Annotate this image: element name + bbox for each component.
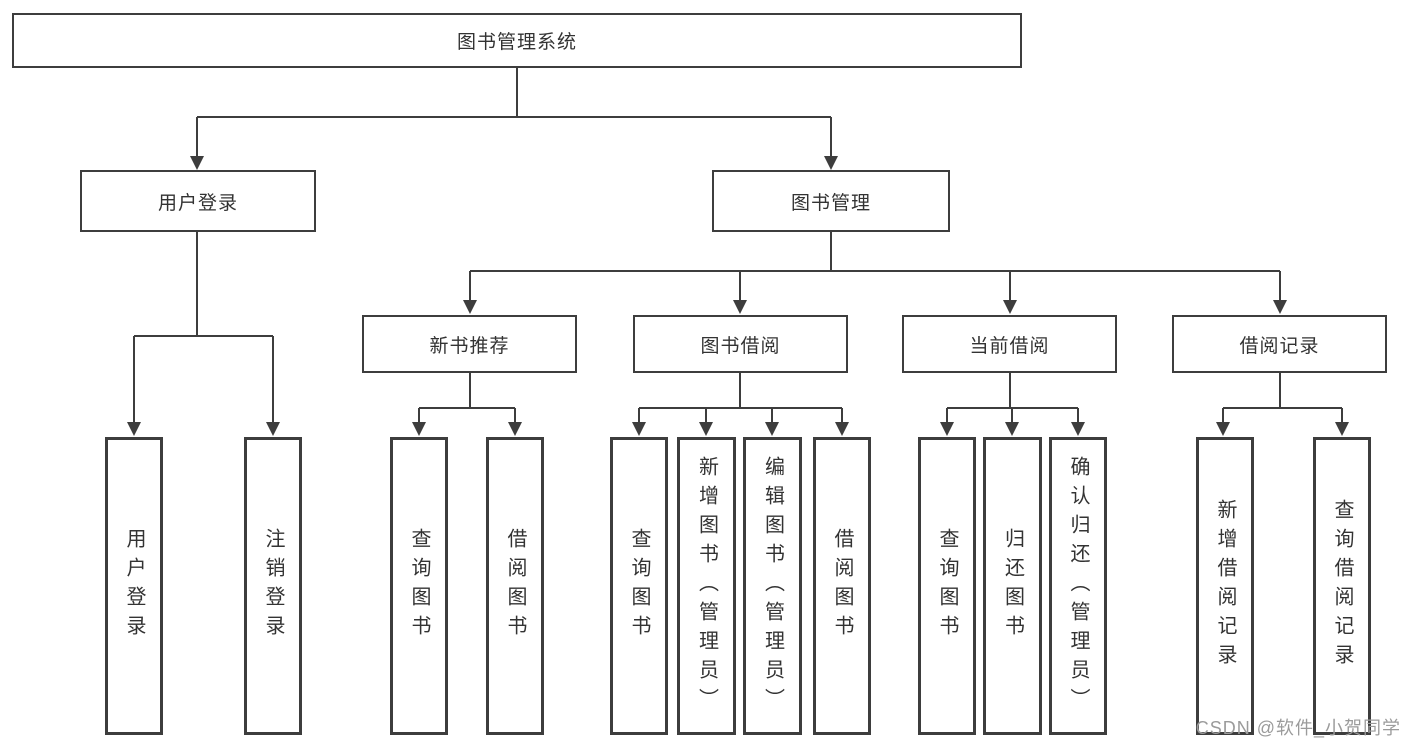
node-new-book-recommend: 新书推荐 xyxy=(362,315,577,373)
watermark: CSDN @软件_小贺同学 xyxy=(1195,718,1401,738)
leaf-borrow-books-2: 借阅图书 xyxy=(813,437,871,735)
node-user-login: 用户登录 xyxy=(80,170,316,232)
connector-stems xyxy=(133,68,1343,424)
leaf-query-borrow-record: 查询借阅记录 xyxy=(1313,437,1371,735)
leaf-query-books-3: 查询图书 xyxy=(918,437,976,735)
leaf-query-books-2: 查询图书 xyxy=(610,437,668,735)
leaf-borrow-books-1: 借阅图书 xyxy=(486,437,544,735)
node-current-borrow: 当前借阅 xyxy=(902,315,1117,373)
node-borrow-records: 借阅记录 xyxy=(1172,315,1387,373)
node-root-system: 图书管理系统 xyxy=(12,13,1022,68)
leaf-add-borrow-record: 新增借阅记录 xyxy=(1196,437,1254,735)
leaf-add-books-admin: 新增图书（管理员） xyxy=(677,437,736,735)
leaf-edit-books-admin: 编辑图书（管理员） xyxy=(743,437,802,735)
arrowhead-icons xyxy=(127,156,1349,436)
leaf-query-books-1: 查询图书 xyxy=(390,437,448,735)
node-book-management: 图书管理 xyxy=(712,170,950,232)
leaf-logout: 注销登录 xyxy=(244,437,302,735)
leaf-return-books: 归还图书 xyxy=(983,437,1042,735)
leaf-user-login: 用户登录 xyxy=(105,437,163,735)
leaf-confirm-return-admin: 确认归还（管理员） xyxy=(1049,437,1107,735)
node-book-borrow: 图书借阅 xyxy=(633,315,848,373)
